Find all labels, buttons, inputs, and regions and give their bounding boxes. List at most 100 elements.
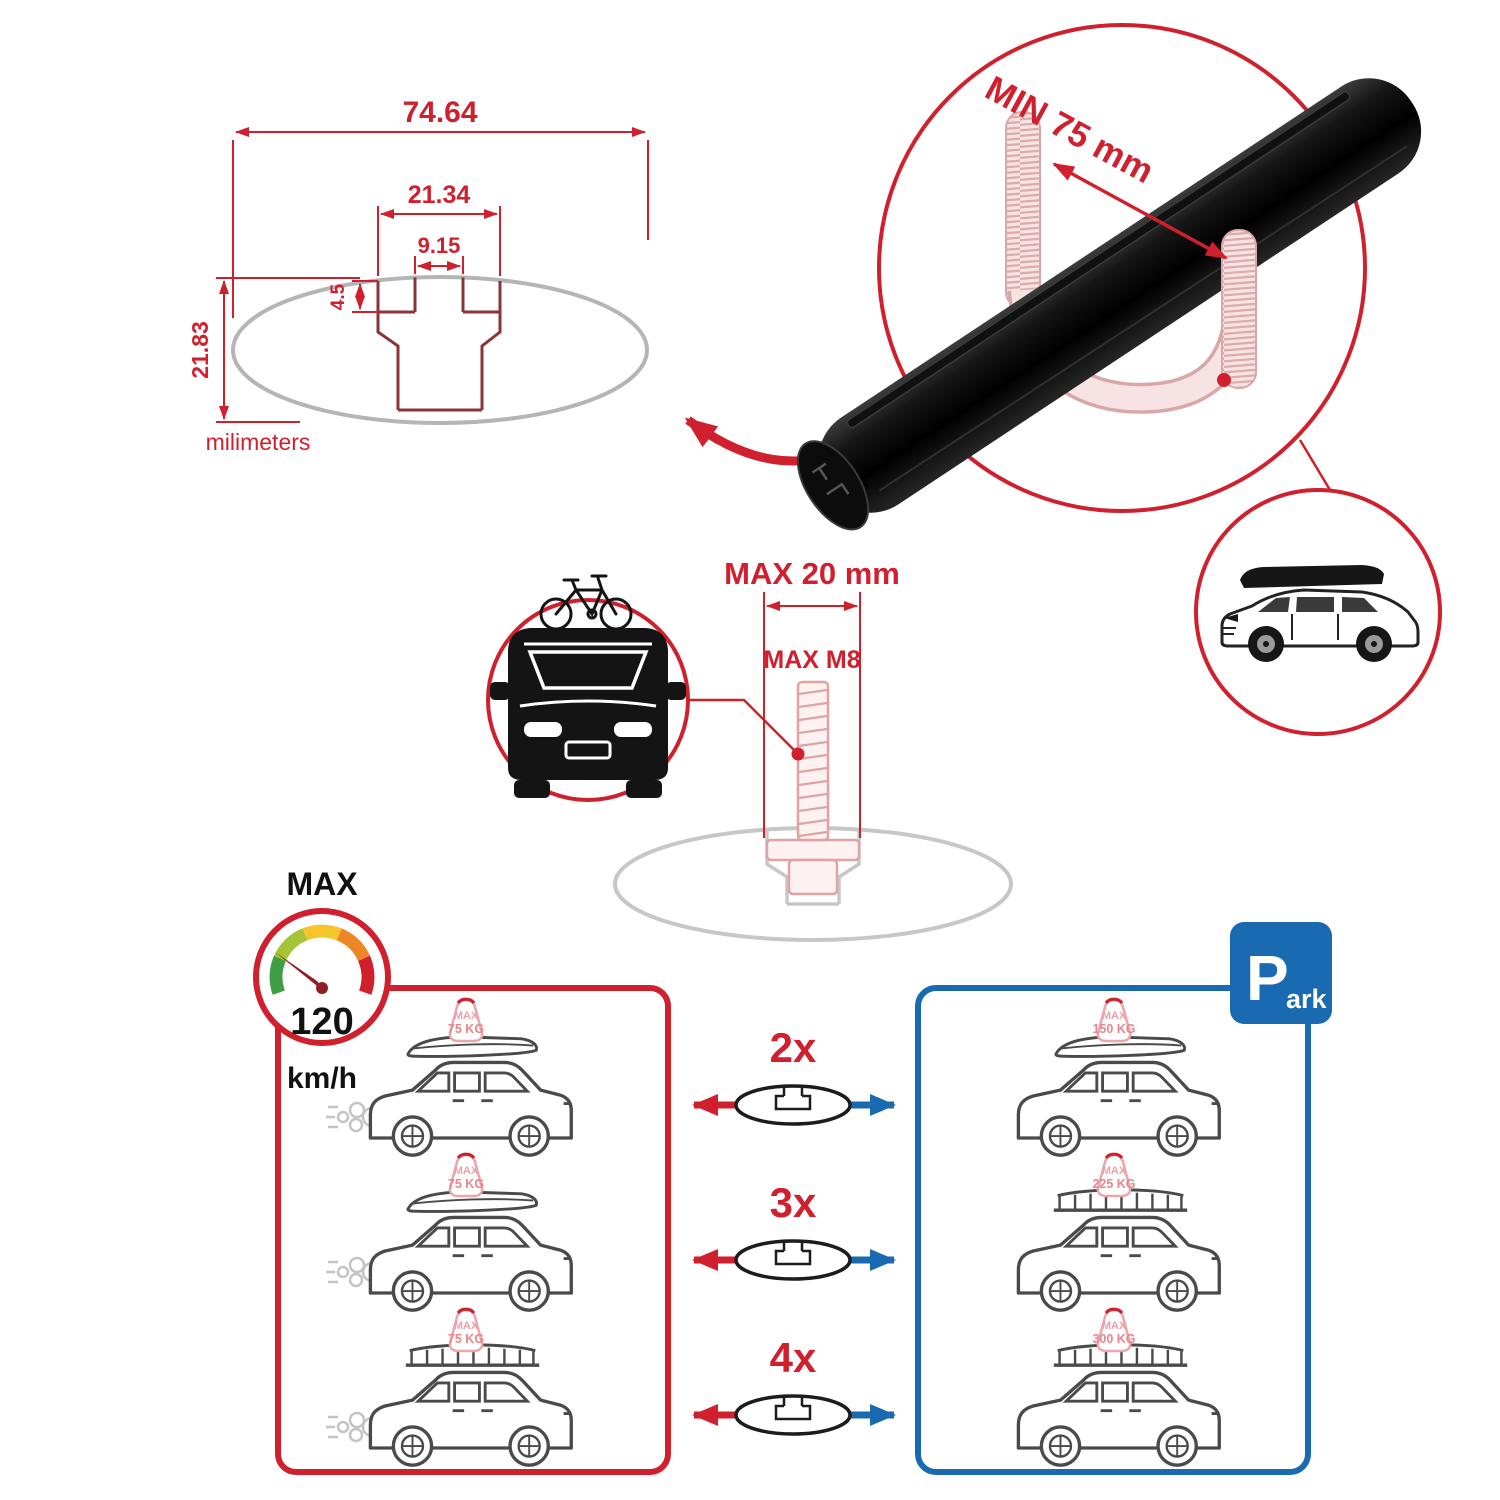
dim-slot-inner: 9.15 — [418, 233, 461, 258]
car-outline — [1016, 1370, 1221, 1467]
suv-illustration — [1220, 565, 1420, 662]
bolt-shaft — [796, 680, 830, 842]
bar-count-label: 3x — [770, 1179, 817, 1226]
gauge-hub — [316, 982, 328, 994]
car-front-headlight-right — [614, 722, 652, 737]
load-tag-max: MAX — [454, 1165, 479, 1177]
car-front-headlight-left — [524, 722, 562, 737]
dim-ext-total-width — [232, 140, 649, 318]
park-sign: P ark — [1230, 922, 1332, 1024]
car-outline — [368, 1060, 573, 1157]
load-tag-value: 75 KG — [448, 1177, 484, 1191]
crossbar-endcap — [796, 440, 870, 531]
dim-total-height: 21.83 — [187, 321, 213, 379]
speed-gauge: MAX 120 km/h — [253, 866, 391, 1095]
suv-wheel-front-hub — [1263, 641, 1269, 647]
gauge-arc-green — [269, 955, 287, 995]
load-tag-max: MAX — [1102, 1320, 1127, 1332]
car-outline — [1016, 1060, 1221, 1157]
car-front-mirror-right — [666, 682, 686, 700]
bar-count-row-2: 3x — [692, 1179, 896, 1281]
car-bike-circle — [486, 574, 690, 802]
car-front-hoodline — [519, 699, 657, 708]
load-tag-value: 75 KG — [448, 1332, 484, 1346]
min-clearance-arrow — [1052, 162, 1228, 260]
dim-lip-depth: 4.5 — [328, 283, 349, 310]
car-front-wheel-right — [626, 780, 662, 798]
suv-wheel-rear-hub — [1371, 641, 1377, 647]
units-label: milimeters — [206, 429, 311, 455]
parked-box — [915, 985, 1311, 1475]
ubolt-left-rod — [1005, 111, 1041, 309]
park-sign-letter: P — [1246, 942, 1289, 1014]
car-outline — [1016, 1215, 1221, 1312]
bolt-max-thread-label: MAX M8 — [763, 646, 860, 674]
dim-ext-lip — [352, 280, 380, 313]
parked-row-1: MAX 150 KG — [1016, 997, 1221, 1157]
speed-units: km/h — [287, 1062, 357, 1095]
car-outline — [368, 1370, 573, 1467]
parked-row-2: MAX 225 KG — [1016, 1152, 1221, 1312]
gauge-arc-orange — [336, 928, 370, 962]
profile-channel — [376, 277, 502, 412]
bolt-connector-dot — [791, 747, 805, 761]
bar-count-label: 2x — [770, 1024, 817, 1071]
park-sign-suffix: ark — [1286, 984, 1328, 1014]
ubolt-right-rod — [1221, 229, 1257, 389]
crossbar-endview-icon — [734, 1394, 852, 1436]
load-tag-max: MAX — [1102, 1010, 1127, 1022]
bike-frame — [554, 574, 618, 618]
suv-windows — [1258, 597, 1378, 612]
load-tag-value: 150 KG — [1092, 1022, 1135, 1036]
section-profile-dimensions: 74.64 21.34 9.15 4.5 21.83 milimeters — [187, 96, 869, 466]
section-bolt-spec: MAX 20 mm MAX M8 — [486, 556, 1013, 942]
driving-row-1: MAX 75 KG — [326, 997, 573, 1157]
load-tag-max: MAX — [454, 1010, 479, 1022]
gauge-arc-red — [357, 955, 375, 995]
section-bar-closeup: MIN 75 mm — [796, 23, 1442, 736]
profile-ellipse — [231, 275, 649, 425]
bike-crank — [586, 608, 598, 620]
load-tag-max: MAX — [454, 1320, 479, 1332]
dim-slot-outer: 21.34 — [408, 181, 471, 209]
driving-row-2: MAX 75 KG — [326, 1152, 573, 1312]
driving-box — [275, 985, 671, 1475]
bolt-tail — [787, 858, 839, 896]
closeup-circle — [877, 23, 1367, 513]
ubolt-anchor-dot — [1217, 373, 1231, 387]
speed-value: 120 — [290, 1001, 353, 1043]
bolt-threads — [798, 688, 828, 838]
suv-roofbox-circle — [1194, 488, 1442, 736]
suv-roofbox — [1240, 565, 1384, 588]
driving-row-3: MAX 75 KG — [326, 1307, 573, 1467]
dim-ext-slot-inner — [414, 256, 464, 274]
dim-ext-total-height — [216, 277, 360, 423]
bar-count-row-3: 4x — [692, 1334, 896, 1436]
car-front-wheel-left — [514, 780, 550, 798]
gauge-arc-yellow — [302, 924, 342, 941]
car-front-windshield — [527, 650, 649, 690]
load-tag-value: 225 KG — [1092, 1177, 1135, 1191]
park-sign-plate — [1230, 922, 1332, 1024]
dim-total-width: 74.64 — [402, 96, 477, 129]
gauge-needle — [275, 952, 327, 994]
section-speed-and-loads: MAX 120 km/h P ark MAX 75 KG MAX 75 KG — [253, 866, 1332, 1475]
car-front-illustration — [490, 628, 686, 798]
parked-row-3: MAX 300 KG — [1016, 1307, 1221, 1467]
crossbar-lower-seam — [879, 145, 1408, 492]
car-front-body — [508, 628, 668, 780]
gauge-arc-lime — [274, 928, 308, 962]
suv-headlight — [1224, 614, 1238, 622]
car-outline — [368, 1215, 573, 1312]
bolt-max-width-label: MAX 20 mm — [724, 556, 900, 591]
bolt-flange — [765, 838, 861, 862]
crossbar-body — [818, 78, 1422, 513]
load-tag-value: 75 KG — [448, 1022, 484, 1036]
load-tag-value: 300 KG — [1092, 1332, 1135, 1346]
suv-grille — [1222, 627, 1236, 635]
dim-ext-slot-outer — [377, 206, 501, 276]
suv-door-lines — [1291, 614, 1339, 640]
car-front-plate — [564, 740, 612, 760]
